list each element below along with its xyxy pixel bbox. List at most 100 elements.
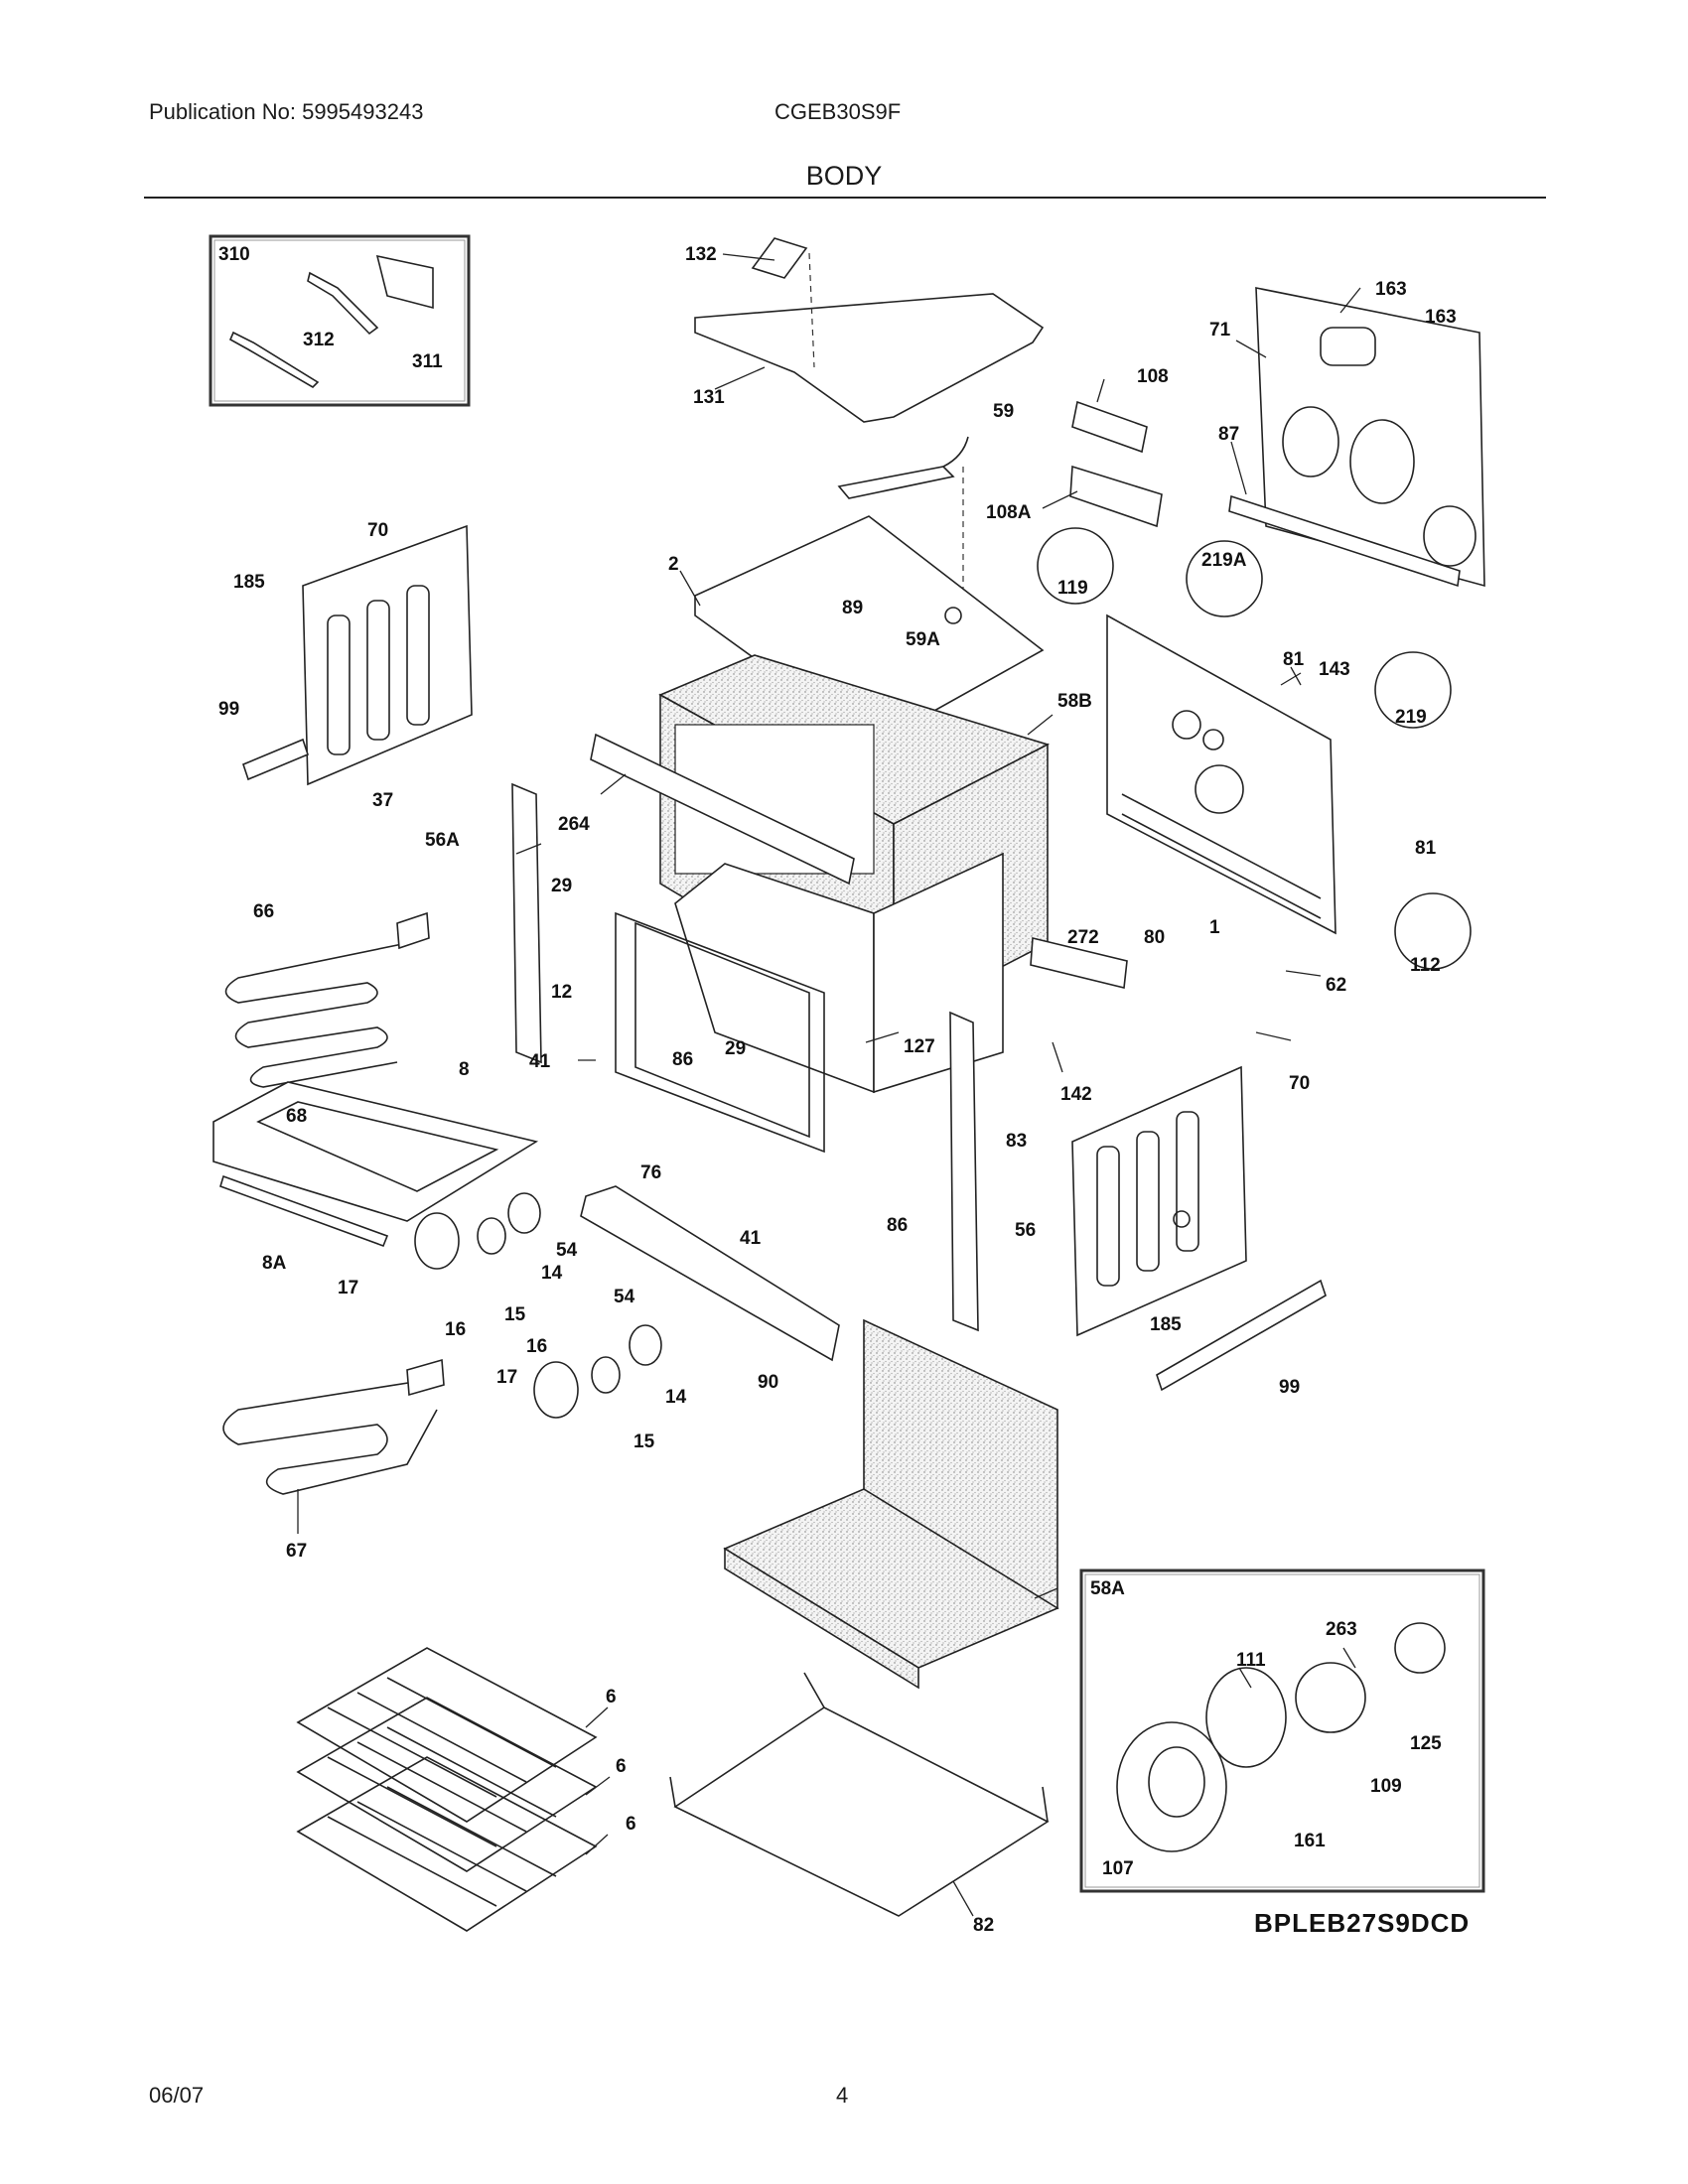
- callout-99-left: 99: [218, 699, 239, 720]
- insulation-58A: [723, 1318, 1059, 1690]
- callout-8A: 8A: [262, 1253, 287, 1274]
- callout-310: 310: [218, 244, 250, 265]
- callout-59A: 59A: [906, 629, 940, 650]
- callout-59: 59: [993, 401, 1014, 422]
- callout-14-b: 14: [665, 1387, 687, 1408]
- callout-1: 1: [1209, 917, 1220, 938]
- callout-107: 107: [1102, 1858, 1134, 1879]
- light-assembly-upper: [414, 1192, 541, 1270]
- publication-number: Publication No: 5995493243: [149, 99, 424, 124]
- callout-108A: 108A: [986, 502, 1032, 523]
- callout-87: 87: [1218, 424, 1239, 445]
- callout-14-a: 14: [541, 1263, 563, 1284]
- callout-76: 76: [640, 1162, 661, 1183]
- callout-81-b: 81: [1415, 838, 1437, 859]
- callout-6-b: 6: [616, 1756, 627, 1777]
- callout-132: 132: [685, 244, 717, 265]
- oven-top-2: [694, 515, 1045, 746]
- callout-99-right: 99: [1279, 1377, 1300, 1398]
- inset-box-310: [209, 234, 471, 407]
- callout-17-b: 17: [496, 1367, 517, 1388]
- callout-109: 109: [1370, 1776, 1402, 1797]
- callout-143: 143: [1319, 659, 1350, 680]
- callout-54-b: 54: [614, 1287, 635, 1307]
- callout-2: 2: [668, 554, 679, 575]
- drawing-reference: BPLEB27S9DCD: [1254, 1908, 1470, 1938]
- callout-311: 311: [412, 351, 443, 372]
- callout-86-b: 86: [887, 1215, 908, 1236]
- callout-80: 80: [1144, 927, 1165, 948]
- header-rule: [144, 197, 1546, 199]
- callout-68: 68: [286, 1106, 307, 1127]
- callout-312: 312: [303, 330, 335, 350]
- front-rails: [511, 782, 1128, 1332]
- callout-15-b: 15: [633, 1432, 655, 1452]
- callout-264: 264: [558, 814, 590, 835]
- control-panel-1: [1106, 614, 1336, 935]
- callout-15-a: 15: [504, 1304, 526, 1325]
- model-number: CGEB30S9F: [774, 99, 902, 124]
- callout-86-a: 86: [672, 1049, 693, 1070]
- callout-66: 66: [253, 901, 274, 922]
- side-panel-70-left: [242, 524, 473, 786]
- callout-112: 112: [1410, 955, 1441, 976]
- broil-element-66: [224, 911, 430, 1088]
- switch-108: [1069, 400, 1163, 528]
- callout-17-a: 17: [338, 1278, 358, 1298]
- callout-12: 12: [551, 982, 572, 1003]
- callout-163-b: 163: [1425, 307, 1457, 328]
- callout-labels: 310 312 311 132 131 59 163 163 71 108 87…: [218, 244, 1470, 1938]
- callout-108: 108: [1137, 366, 1169, 387]
- callout-70-right: 70: [1289, 1073, 1310, 1094]
- callout-56A: 56A: [425, 830, 460, 851]
- callout-58A: 58A: [1090, 1578, 1125, 1599]
- callout-67: 67: [286, 1541, 307, 1562]
- callout-142: 142: [1060, 1084, 1092, 1105]
- section-title: BODY: [805, 161, 883, 191]
- callout-163-a: 163: [1375, 279, 1407, 300]
- callout-16-a: 16: [445, 1319, 466, 1340]
- callout-81-a: 81: [1283, 649, 1305, 670]
- callout-16-b: 16: [526, 1336, 547, 1357]
- side-panel-70-right: [1071, 1065, 1327, 1392]
- convection-fan-inset: [1079, 1569, 1485, 1893]
- callout-41-b: 41: [740, 1228, 762, 1249]
- callout-161: 161: [1294, 1831, 1326, 1851]
- callout-263: 263: [1326, 1619, 1357, 1640]
- callout-70-left: 70: [367, 520, 388, 541]
- callout-8: 8: [459, 1059, 470, 1080]
- oven-racks-6: [296, 1647, 598, 1932]
- bottom-pan-82: [669, 1672, 1050, 1917]
- callout-29-b: 29: [725, 1038, 746, 1059]
- footer-date: 06/07: [149, 2083, 205, 2108]
- leader-lines: [297, 253, 1361, 1917]
- rear-panel-71: [1228, 287, 1485, 588]
- callout-58B: 58B: [1057, 691, 1092, 712]
- callout-119: 119: [1057, 578, 1088, 599]
- callout-83: 83: [1006, 1131, 1027, 1152]
- callout-71: 71: [1209, 320, 1231, 341]
- callout-6-a: 6: [606, 1687, 617, 1707]
- top-panel-131: [694, 237, 1045, 635]
- callout-37: 37: [372, 790, 393, 811]
- callout-6-c: 6: [626, 1814, 636, 1835]
- callout-41-a: 41: [529, 1051, 551, 1072]
- bake-element-67: [222, 1358, 445, 1495]
- callout-62: 62: [1326, 975, 1346, 996]
- callout-272: 272: [1067, 927, 1099, 948]
- light-assembly-lower: [533, 1324, 662, 1419]
- detail-circles: [1037, 527, 1472, 970]
- callout-219: 219: [1395, 707, 1427, 728]
- callout-131: 131: [693, 387, 725, 408]
- callout-219A: 219A: [1201, 550, 1247, 571]
- callout-89: 89: [842, 598, 863, 618]
- callout-125: 125: [1410, 1733, 1442, 1754]
- callout-82: 82: [973, 1915, 994, 1936]
- callout-56: 56: [1015, 1220, 1036, 1241]
- callout-185-right: 185: [1150, 1314, 1182, 1335]
- callout-111: 111: [1236, 1650, 1266, 1671]
- callout-90: 90: [758, 1372, 778, 1393]
- callout-185-left: 185: [233, 572, 265, 593]
- callout-29-a: 29: [551, 876, 572, 896]
